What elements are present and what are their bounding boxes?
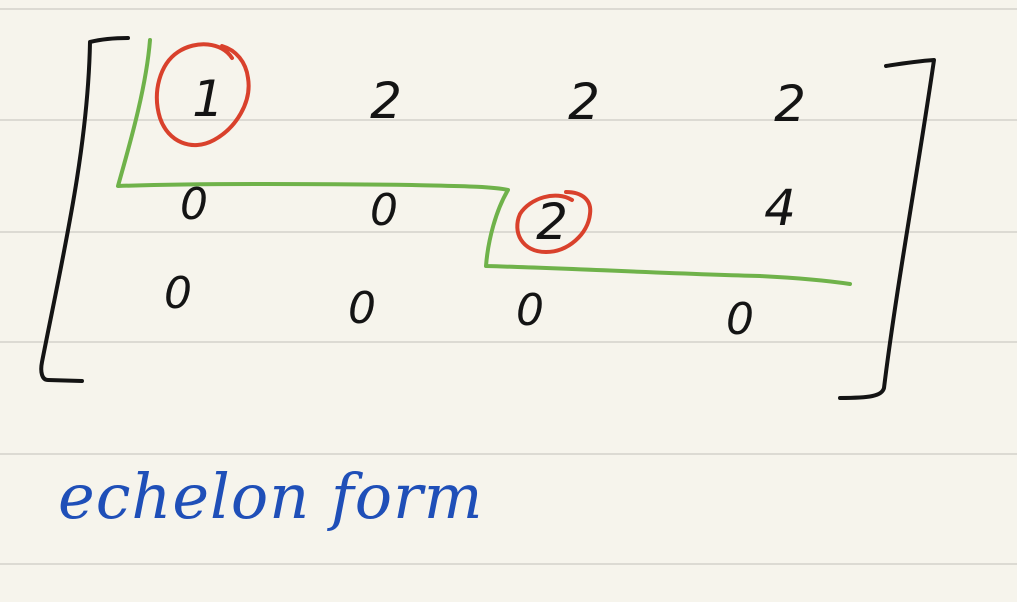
pivot-circle-1 bbox=[154, 42, 251, 147]
matrix-entry-r2c2: 0 bbox=[370, 185, 398, 236]
echelon-staircase-line bbox=[116, 38, 852, 286]
ruled-line bbox=[0, 8, 1017, 10]
matrix-entry-r1c2: 2 bbox=[370, 72, 402, 130]
matrix-entry-r1c4: 2 bbox=[774, 75, 806, 133]
matrix-entry-r3c3: 0 bbox=[516, 285, 544, 336]
ruled-line bbox=[0, 563, 1017, 565]
ruled-line bbox=[0, 231, 1017, 233]
ruled-line bbox=[0, 341, 1017, 343]
matrix-entry-r3c2: 0 bbox=[348, 283, 376, 334]
matrix-entry-r3c1: 0 bbox=[164, 268, 192, 319]
pivot-circle-2 bbox=[515, 190, 593, 255]
matrix-entry-r2c3: 2 bbox=[536, 193, 568, 251]
ruled-line bbox=[0, 453, 1017, 455]
right-bracket bbox=[838, 58, 936, 400]
caption-text: echelon form bbox=[58, 460, 484, 533]
matrix-entry-r3c4: 0 bbox=[726, 294, 754, 345]
matrix-entry-r2c1: 0 bbox=[180, 179, 208, 230]
matrix-entry-r1c3: 2 bbox=[568, 73, 600, 131]
matrix-entry-r2c4: 4 bbox=[764, 179, 796, 237]
left-bracket bbox=[39, 36, 130, 383]
ruled-line bbox=[0, 119, 1017, 121]
matrix-entry-r1c1: 1 bbox=[192, 70, 224, 128]
